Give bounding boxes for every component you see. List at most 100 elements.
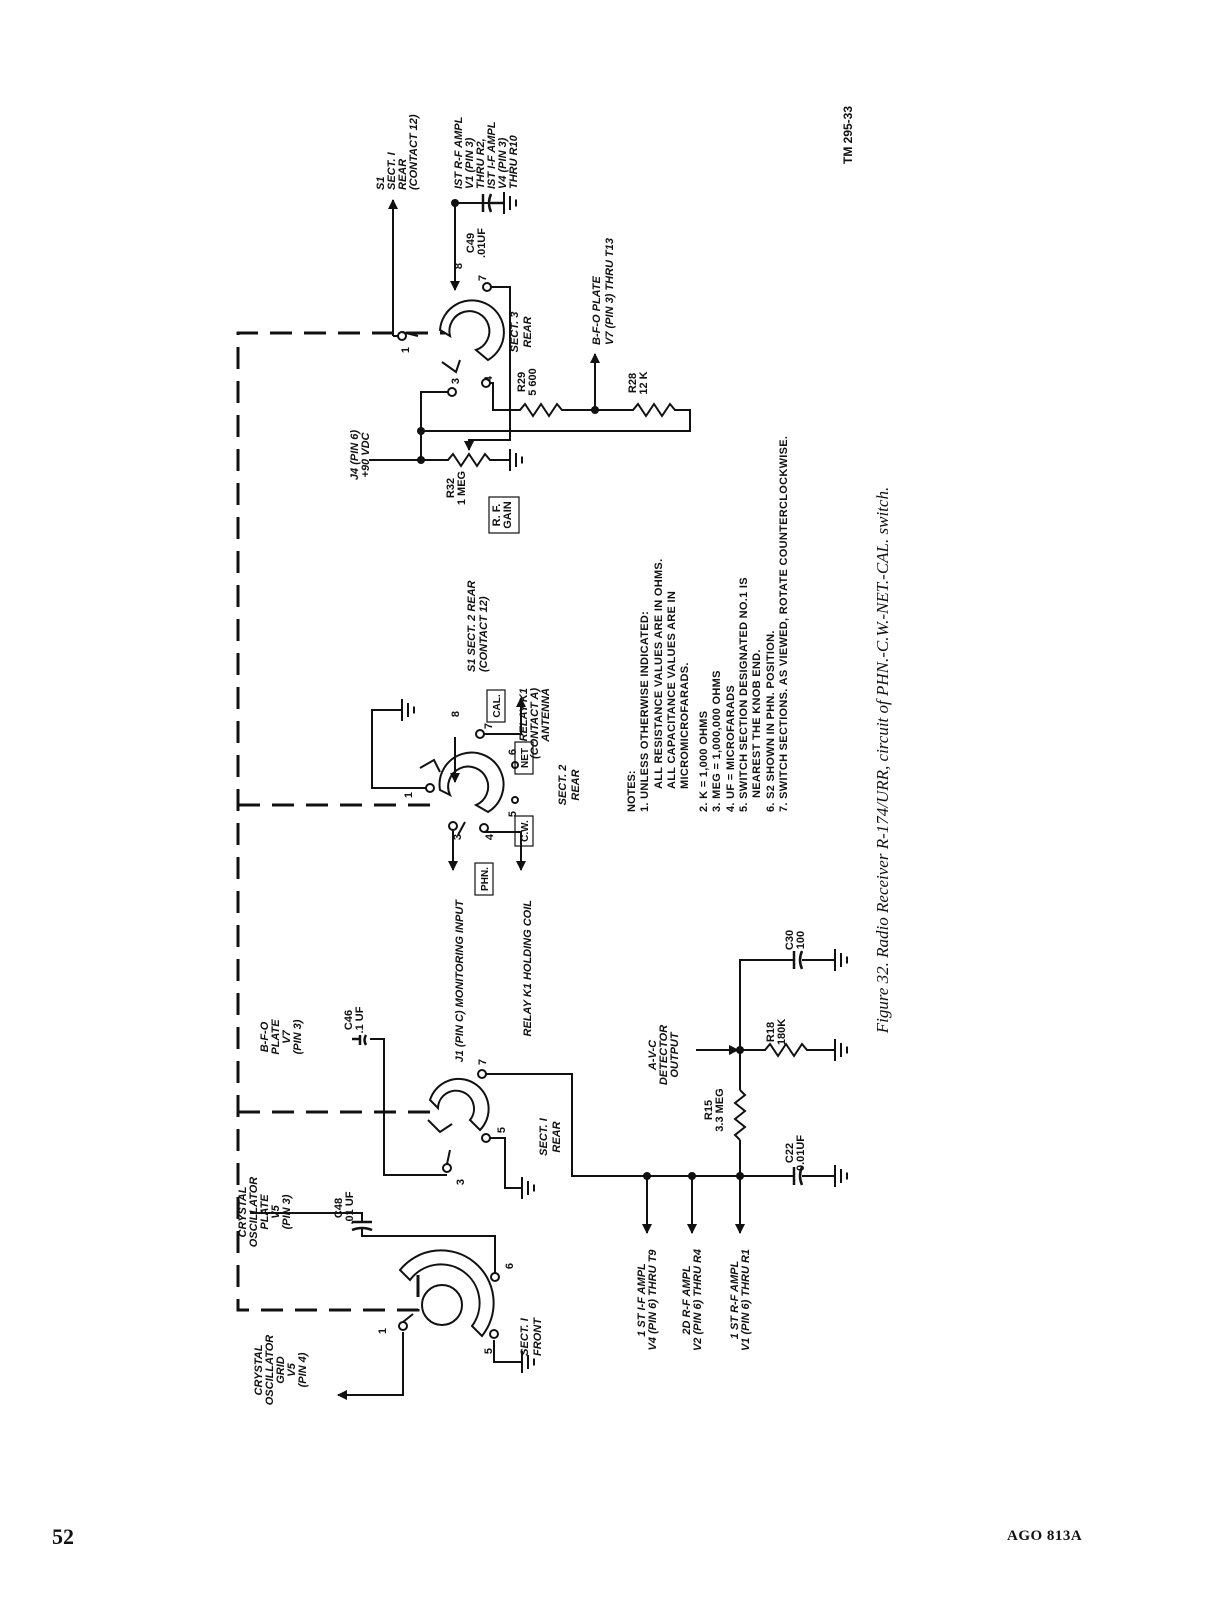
cal-box (486, 689, 506, 723)
j4-pin6-label-line: +90 VDC (360, 431, 372, 477)
sect2-rear-contact-8-line: 8 (450, 711, 462, 717)
note-line-7: 4. UF = MICROFARADS (725, 685, 737, 812)
position-phn-label: PHN. (480, 867, 491, 891)
position-net-label-line: NET (520, 748, 531, 768)
r29-label-line: R29 (516, 372, 528, 392)
avc-detector-label-line: DETECTOR (658, 1025, 670, 1085)
sect2-rear-name: SECT. 2 (557, 765, 569, 806)
rf-if-ampl-pin3-label-line: THRU R2, (475, 138, 487, 189)
form-number: AGO 813A (1007, 1528, 1083, 1544)
note-line-2-line: ALL RESISTANCE VALUES ARE IN OHMS. (653, 559, 665, 789)
note-line-10: 6. S2 SHOWN IN PHN. POSITION. (765, 630, 777, 812)
sect2-rear-contact-3-line: 3 (452, 834, 464, 840)
sect3-rear-contact-8-line: 8 (453, 263, 465, 269)
note-line-4: MICROMICROFARADS. (679, 662, 691, 789)
figure-caption: Figure 32. Radio Receiver R-174/URR, cir… (873, 487, 892, 1034)
sect2-rear-contact-4-line: 4 (484, 833, 496, 840)
relay-k1-coil-label: RELAY K1 HOLDING COIL (522, 900, 534, 1037)
position-cw-label-line: C.W. (520, 820, 531, 842)
c46-label: C46.1 UF (343, 1006, 366, 1033)
sect3-rear-side: REAR (522, 316, 534, 347)
s1-sect2-rear-label-line: (CONTACT 12) (478, 596, 490, 672)
crystal-osc-plate-label-line: V5 (270, 1204, 282, 1218)
sect1-rear-wafer (427, 1069, 491, 1173)
j4-pin6-label: J4 (PIN 6)+90 VDC (349, 430, 372, 480)
c49-label-line: C49 (465, 233, 477, 253)
position-cw-label: C.W. (520, 820, 531, 842)
switch-linkage (236, 331, 445, 1312)
figure-caption-line: Figure 32. Radio Receiver R-174/URR, cir… (873, 487, 892, 1034)
sect2-rear-contact-7: 7 (483, 723, 495, 729)
rf-gain-label: R. F.GAIN (491, 501, 514, 529)
sect3-rear-contact-8: 8 (453, 263, 465, 269)
ground-icon (834, 1164, 848, 1188)
crystal-osc-grid-label-line: V5 (286, 1362, 298, 1376)
bfo-plate-v7-label-line: B-F-O (259, 1021, 271, 1052)
sect2-rear-contact-6-line: 6 (507, 749, 519, 755)
second-rf-ampl-label-line: V2 (PIN 6) THRU R4 (692, 1249, 704, 1351)
note-line-9: NEAREST THE KNOB END. (751, 649, 763, 798)
sect1-rear-name: SECT. I (538, 1117, 550, 1156)
r29-label-line: 5 600 (527, 368, 539, 396)
sect1-rear-contact-7-line: 7 (477, 1059, 489, 1065)
label-boxes (474, 496, 534, 896)
sect2-rear-contact-6: 6 (507, 749, 519, 755)
ground-icon (509, 448, 523, 472)
junction-dots (417, 199, 744, 1180)
sect1-rear-contact-5: 5 (496, 1127, 508, 1133)
note-line-9-line: NEAREST THE KNOB END. (751, 649, 763, 798)
c49-label-line: .01UF (476, 228, 488, 258)
rf-if-ampl-pin3-label-line: V4 (PIN 3) (497, 137, 509, 189)
sect1-front-side: FRONT (532, 1317, 544, 1356)
second-rf-ampl-label-line: 2D R-F AMPL (681, 1265, 693, 1336)
sect3-rear-contact-1: 1 (400, 347, 412, 353)
sect1-front-contact-1-line: 1 (377, 1328, 389, 1334)
sect3-rear-contact-1-line: 1 (400, 347, 412, 353)
r18-label-line: 180K (776, 1019, 788, 1045)
j4-pin6-label-line: J4 (PIN 6) (349, 430, 361, 480)
note-line-6-line: 3. MEG = 1,000,000 OHMS (711, 670, 723, 812)
bfo-plate-v7-label-line: (PIN 3) (292, 1019, 304, 1054)
sect2-rear-contact-8: 8 (450, 711, 462, 717)
sect2-rear-contact-7-line: 7 (483, 723, 495, 729)
r18-label-line: R18 (765, 1022, 777, 1042)
sect3-rear-contact-7-line: 7 (477, 275, 489, 281)
rf-if-ampl-pin3-label-line: V1 (PIN 3) (464, 137, 476, 189)
sect1-rear-contact-7: 7 (477, 1059, 489, 1065)
sect1-front-contact-1: 1 (377, 1328, 389, 1334)
first-rf-ampl-label-line: 1 ST R-F AMPL (729, 1261, 741, 1340)
sect3-rear-name: SECT. 3 (509, 312, 521, 353)
c46-label-line: .1 UF (354, 1006, 366, 1033)
s1-sect1-rear-label-line: (CONTACT 12) (408, 114, 420, 190)
sect2-rear-contact-4: 4 (484, 833, 496, 840)
relay-k1-contact-label-line: ANTENNA (540, 688, 552, 743)
c30-label-line: 100 (795, 931, 807, 949)
sect1-front-contact-6: 6 (504, 1263, 516, 1269)
switch-wafers (397, 282, 519, 1339)
relay-k1-contact-label-line: RELAY K1 (518, 688, 530, 741)
phn-box (474, 862, 494, 896)
note-line-5: 2. K = 1,000 OHMS (698, 711, 710, 812)
s1-sect2-rear-label: S1 SECT. 2 REAR(CONTACT 12) (466, 580, 490, 672)
relay-k1-contact-label-line: (CONTACT A) (529, 688, 541, 759)
rf-if-ampl-pin3-label-line: IST I-F AMPL (486, 121, 498, 189)
cw-box (514, 815, 534, 847)
sect3-rear-side-line: REAR (522, 316, 534, 347)
sect3-rear-contact-7: 7 (477, 275, 489, 281)
sect1-rear-side: REAR (551, 1121, 563, 1152)
crystal-osc-plate-label-line: PLATE (259, 1194, 271, 1230)
r15-label-line: 3.3 MEG (714, 1088, 726, 1131)
c30-label-line: C30 (784, 930, 796, 950)
sect1-rear-side-line: REAR (551, 1121, 563, 1152)
c49-label: C49.01UF (465, 228, 488, 258)
note-line-8: 5. SWITCH SECTION DESIGNATED NO.1 IS (738, 577, 750, 812)
